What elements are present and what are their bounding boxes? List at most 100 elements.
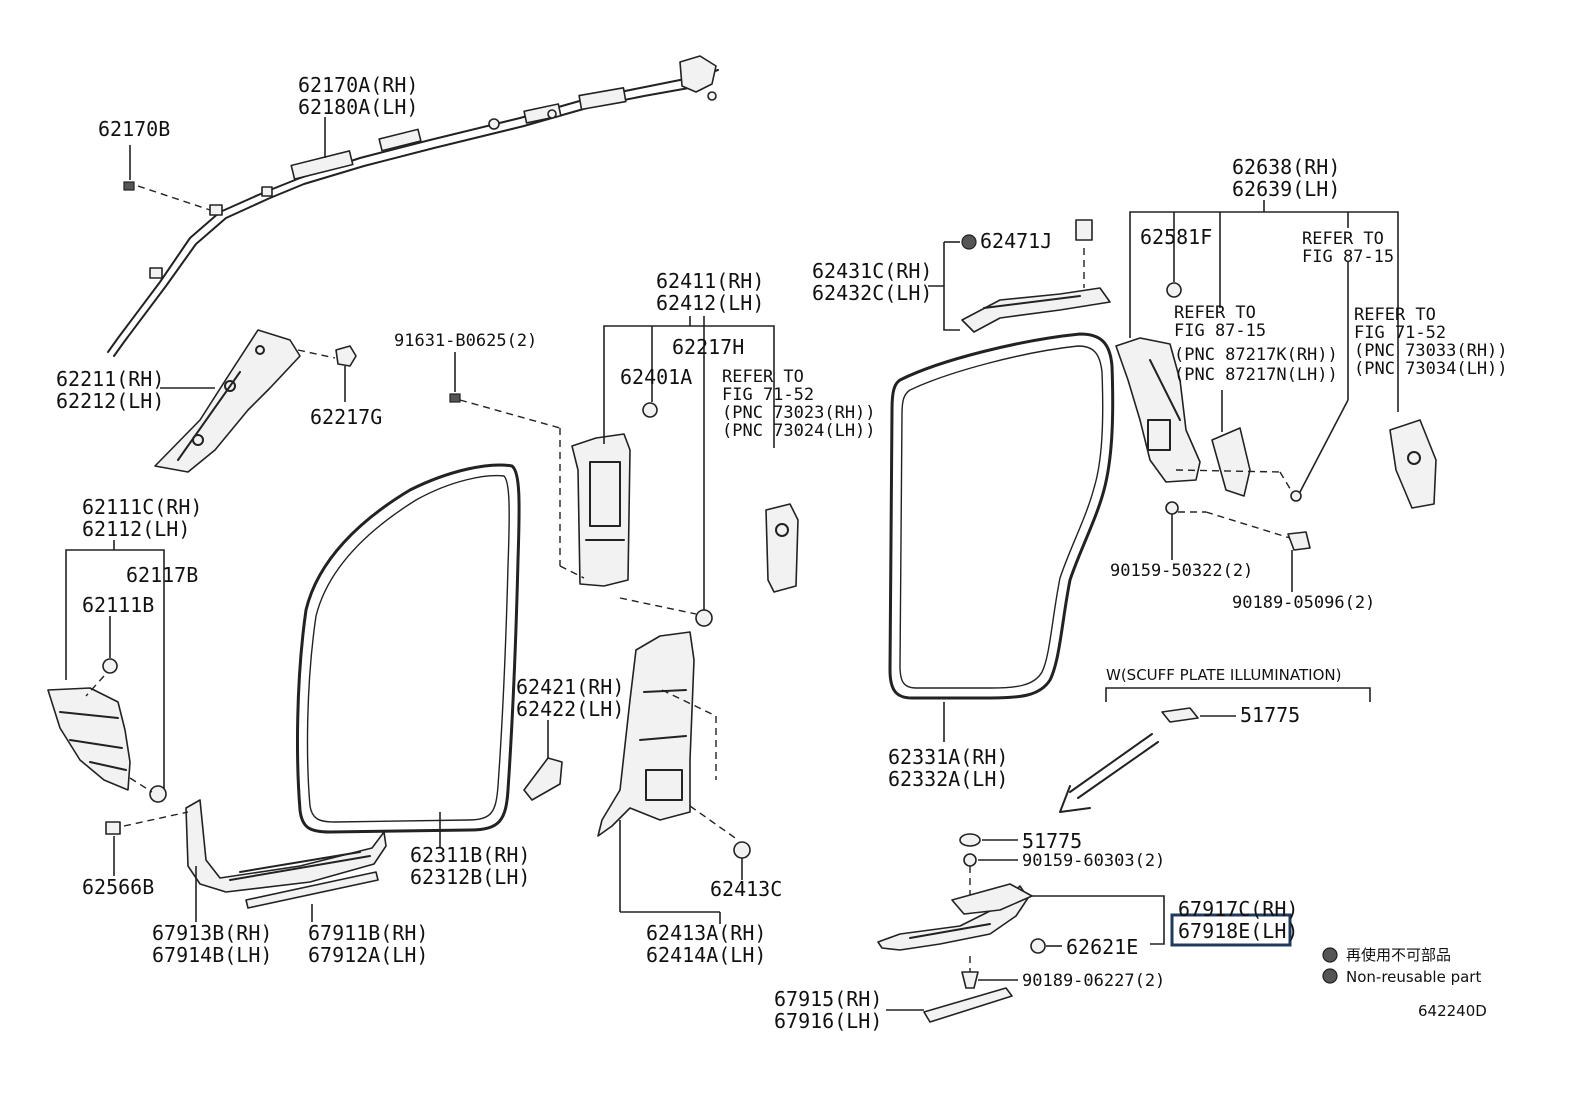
rear-scuff-cover-67915[interactable] bbox=[923, 987, 1013, 1023]
label-51775-top[interactable]: 51775 bbox=[1240, 703, 1300, 727]
label-67914b[interactable]: 67914B(LH) bbox=[152, 943, 272, 967]
clip-62217h bbox=[695, 609, 713, 627]
ref-8715b-line3: (PNC 87217K(RH)) bbox=[1174, 345, 1338, 365]
bolt-62170b bbox=[123, 181, 135, 191]
clip-62217g bbox=[335, 345, 357, 367]
label-62332a[interactable]: 62332A(LH) bbox=[888, 767, 1008, 791]
label-62311b[interactable]: 62311B(RH) bbox=[410, 843, 530, 867]
label-67916[interactable]: 67916(LH) bbox=[774, 1009, 882, 1033]
label-62422[interactable]: 62422(LH) bbox=[516, 697, 624, 721]
center-pillar-upper-garnish[interactable] bbox=[571, 433, 631, 587]
ref-7152a-line4: (PNC 73024(LH)) bbox=[722, 421, 876, 441]
label-62412[interactable]: 62412(LH) bbox=[656, 291, 764, 315]
label-62117b[interactable]: 62117B bbox=[126, 563, 198, 587]
legend-bullet-en bbox=[1322, 968, 1338, 984]
label-67915[interactable]: 67915(RH) bbox=[774, 987, 882, 1011]
label-62621e[interactable]: 62621E bbox=[1066, 935, 1138, 959]
clip-62413c bbox=[733, 841, 751, 859]
illumination-lamp-51775 bbox=[1161, 707, 1199, 723]
label-67911b[interactable]: 67911B(RH) bbox=[308, 921, 428, 945]
label-67912a[interactable]: 67912A(LH) bbox=[308, 943, 428, 967]
center-pillar-lower-garnish[interactable] bbox=[597, 631, 695, 837]
clip-62621e bbox=[1030, 938, 1046, 954]
label-62111b[interactable]: 62111B bbox=[82, 593, 154, 617]
label-62331a[interactable]: 62331A(RH) bbox=[888, 745, 1008, 769]
label-91631[interactable]: 91631-B0625(2) bbox=[394, 331, 537, 351]
clip-62581f bbox=[1166, 282, 1182, 298]
cowl-side-trim[interactable] bbox=[47, 687, 131, 791]
ref-7152b-line1: REFER TO bbox=[1354, 305, 1436, 325]
rear-door-scuff-plate[interactable] bbox=[877, 883, 1033, 951]
highlighted-part-box bbox=[1170, 913, 1292, 947]
label-62180a[interactable]: 62180A(LH) bbox=[298, 95, 418, 119]
clip-62111b bbox=[102, 658, 118, 674]
label-90189-06227[interactable]: 90189-06227(2) bbox=[1022, 971, 1165, 991]
front-door-opening-weatherstrip[interactable] bbox=[296, 463, 521, 834]
small-trim-62421[interactable] bbox=[523, 757, 563, 801]
legend-text-en: Non-reusable part bbox=[1346, 968, 1481, 986]
ref-8715b-line4: (PNC 87217N(LH)) bbox=[1174, 365, 1338, 385]
front-scuff-cover[interactable] bbox=[245, 871, 379, 909]
label-67913b[interactable]: 67913B(RH) bbox=[152, 921, 272, 945]
scuff-illumination-heading: W(SCUFF PLATE ILLUMINATION) bbox=[1106, 666, 1341, 684]
ref-7152b-line4: (PNC 73034(LH)) bbox=[1354, 359, 1508, 379]
legend-bullet-jp bbox=[1322, 947, 1338, 963]
front-door-scuff-plate[interactable] bbox=[185, 799, 387, 893]
label-62212[interactable]: 62212(LH) bbox=[56, 389, 164, 413]
clip-62471j bbox=[1075, 219, 1093, 241]
label-67917c[interactable]: 67917C(RH) bbox=[1178, 897, 1298, 921]
label-62170b[interactable]: 62170B bbox=[98, 117, 170, 141]
label-62111c[interactable]: 62111C(RH) bbox=[82, 495, 202, 519]
label-62411[interactable]: 62411(RH) bbox=[656, 269, 764, 293]
label-62413a[interactable]: 62413A(RH) bbox=[646, 921, 766, 945]
clip-90189-05096 bbox=[1287, 531, 1311, 551]
rear-door-opening-weatherstrip[interactable] bbox=[888, 332, 1115, 700]
label-62432c[interactable]: 62432C(LH) bbox=[812, 281, 932, 305]
seat-belt-cover-ref-rear[interactable] bbox=[1211, 427, 1251, 497]
ref-8715b-line1: REFER TO bbox=[1174, 303, 1256, 323]
ref-8715b-line2: FIG 87-15 bbox=[1174, 321, 1266, 341]
label-62170a[interactable]: 62170A(RH) bbox=[298, 73, 418, 97]
label-62413c[interactable]: 62413C bbox=[710, 877, 782, 901]
label-62421[interactable]: 62421(RH) bbox=[516, 675, 624, 699]
label-62581f[interactable]: 62581F bbox=[1140, 225, 1212, 249]
ref-8715a-line2: FIG 87-15 bbox=[1302, 247, 1394, 267]
label-62566b[interactable]: 62566B bbox=[82, 875, 154, 899]
label-90159-50322[interactable]: 90159-50322(2) bbox=[1110, 561, 1253, 581]
label-62112[interactable]: 62112(LH) bbox=[82, 517, 190, 541]
lamp-51775-lower bbox=[959, 833, 981, 847]
label-62217h[interactable]: 62217H bbox=[672, 335, 744, 359]
ref-7152b-line2: FIG 71-52 bbox=[1354, 323, 1446, 343]
label-62401a[interactable]: 62401A bbox=[620, 365, 692, 389]
bolt-ref-rear bbox=[1290, 490, 1302, 502]
roof-side-inner-garnish[interactable] bbox=[961, 287, 1111, 333]
label-62414a[interactable]: 62414A(LH) bbox=[646, 943, 766, 967]
front-pillar-garnish[interactable] bbox=[154, 329, 301, 473]
bolt-91631 bbox=[449, 393, 461, 403]
label-62639[interactable]: 62639(LH) bbox=[1232, 177, 1340, 201]
seat-belt-cover-ref-front[interactable] bbox=[765, 503, 799, 593]
clip-62566b bbox=[105, 821, 121, 835]
clip-62117b bbox=[149, 785, 167, 803]
label-62211[interactable]: 62211(RH) bbox=[56, 367, 164, 391]
diagram-code: 642240D bbox=[1418, 1002, 1487, 1020]
label-90159-60303[interactable]: 90159-60303(2) bbox=[1022, 851, 1165, 871]
label-62217g[interactable]: 62217G bbox=[310, 405, 382, 429]
label-62471j[interactable]: 62471J bbox=[980, 229, 1052, 253]
non-reusable-marker bbox=[961, 234, 977, 250]
label-62638[interactable]: 62638(RH) bbox=[1232, 155, 1340, 179]
label-67918e[interactable]: 67918E(LH) bbox=[1178, 919, 1298, 943]
curtain-airbag-assembly[interactable] bbox=[107, 55, 719, 357]
seat-belt-cover-ref-73033[interactable] bbox=[1389, 419, 1437, 509]
label-90189-05096[interactable]: 90189-05096(2) bbox=[1232, 593, 1375, 613]
clip-90189-06227 bbox=[961, 971, 979, 989]
label-51775-mid[interactable]: 51775 bbox=[1022, 829, 1082, 853]
label-62431c[interactable]: 62431C(RH) bbox=[812, 259, 932, 283]
direction-arrow bbox=[1059, 733, 1159, 813]
label-62312b[interactable]: 62312B(LH) bbox=[410, 865, 530, 889]
ref-7152b-line3: (PNC 73033(RH)) bbox=[1354, 341, 1508, 361]
quarter-pillar-garnish[interactable] bbox=[1115, 337, 1201, 483]
screw-90159-50322 bbox=[1165, 501, 1179, 515]
ref-7152a-line3: (PNC 73023(RH)) bbox=[722, 403, 876, 423]
